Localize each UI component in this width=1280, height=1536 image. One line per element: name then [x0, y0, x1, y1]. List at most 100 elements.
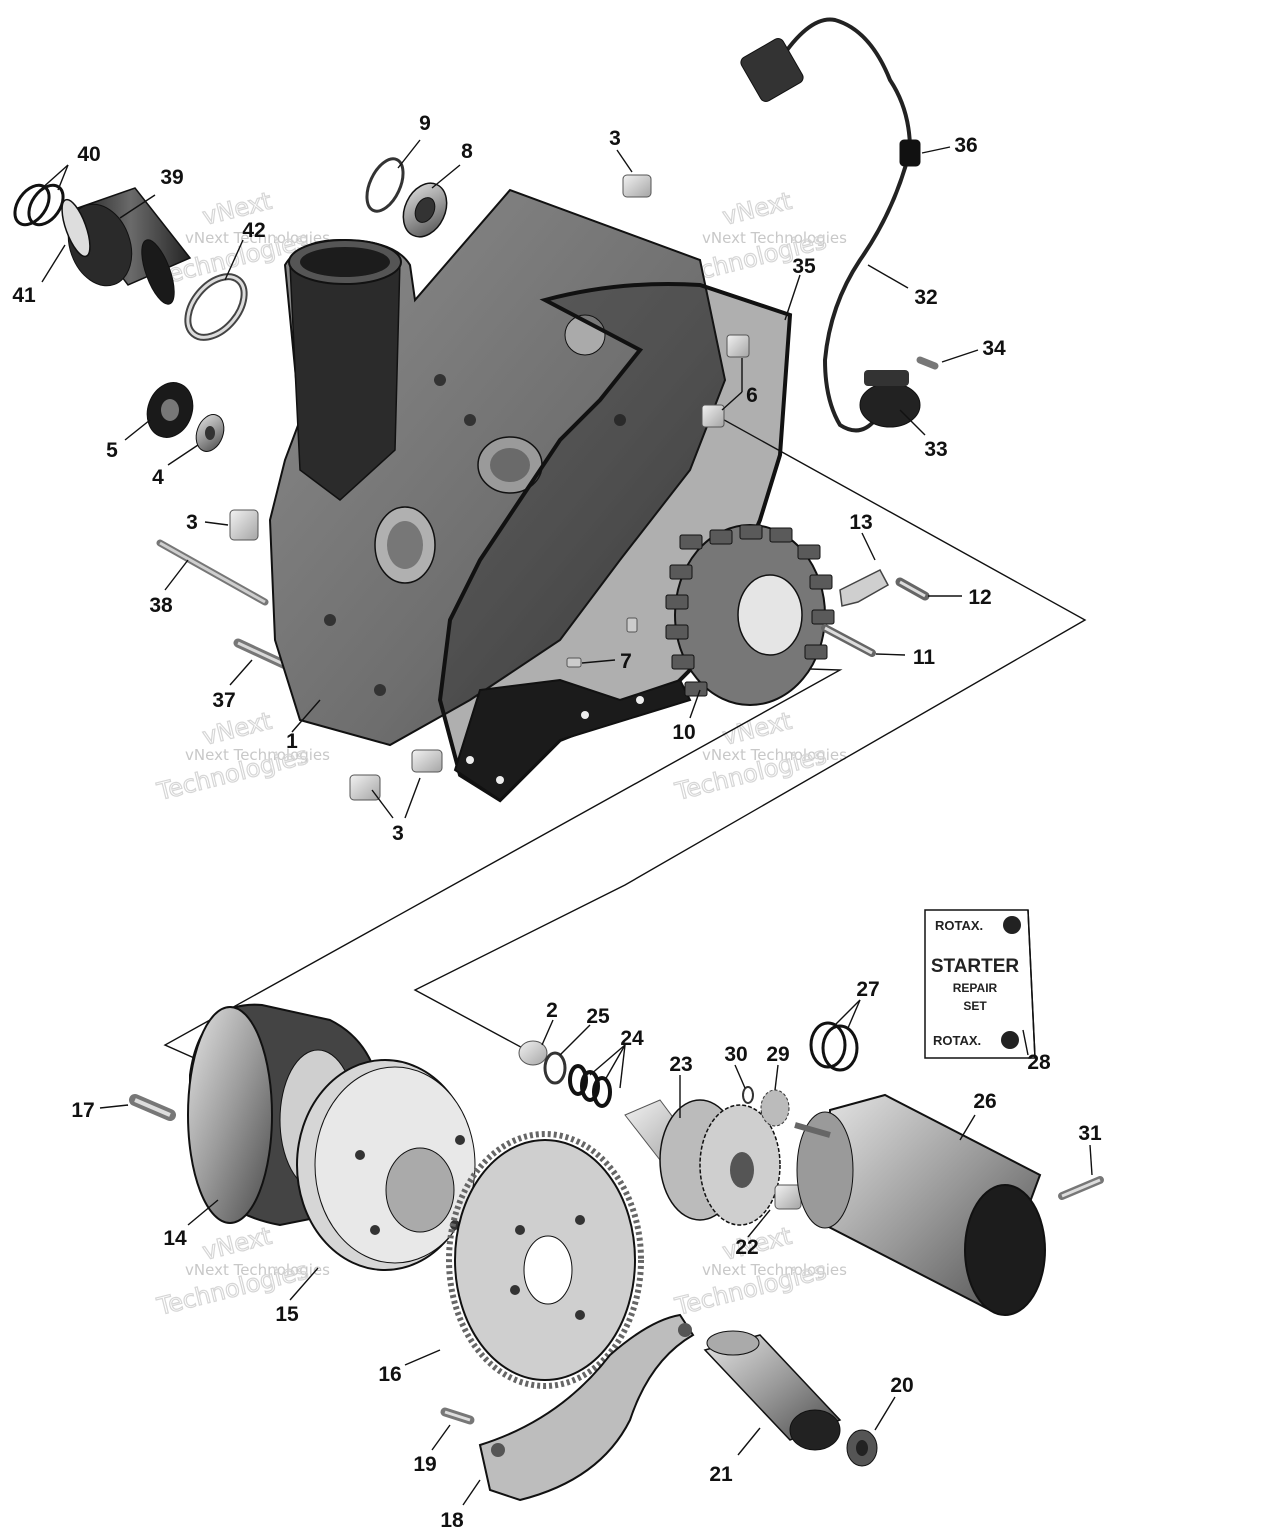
callout-32: 32	[914, 286, 937, 309]
kit-subtitle-1: REPAIR	[953, 981, 998, 995]
watermark-text: vNext	[720, 707, 795, 751]
callout-39: 39	[160, 166, 183, 189]
sprag-clutch-part	[296, 1059, 476, 1271]
callout-29: 29	[766, 1043, 789, 1066]
watermark-text: vNext Technologies	[702, 1261, 847, 1279]
watermark-text: vNext Technologies	[702, 229, 847, 247]
thrust-washer-part	[543, 1051, 567, 1085]
brp-emblem-icon	[1003, 916, 1021, 934]
callout-12: 12	[968, 586, 991, 609]
kit-title: STARTER	[931, 956, 1020, 977]
callout-16: 16	[378, 1363, 401, 1386]
callout-7: 7	[620, 650, 632, 673]
callout-25: 25	[586, 1005, 610, 1028]
callout-11: 11	[913, 646, 936, 669]
callout-10: 10	[672, 721, 695, 744]
callout-40: 40	[77, 143, 100, 166]
callout-3-left: 3	[186, 511, 198, 534]
callout-3-top: 3	[609, 127, 621, 150]
callout-numbers: 1 2 3 3 3 4 5 6 7 8 9 10 11 12 13 14 15 …	[12, 112, 1102, 1532]
callout-3-bottom: 3	[392, 822, 404, 845]
bendix-gear-part	[659, 1099, 781, 1226]
leader-lines	[39, 139, 1093, 1506]
clip-part	[742, 1086, 754, 1104]
callout-13: 13	[849, 511, 872, 534]
grommet-part	[899, 139, 921, 167]
callout-18: 18	[440, 1509, 464, 1532]
callout-9: 9	[419, 112, 431, 135]
o-rings-part	[809, 1021, 859, 1072]
callout-19: 19	[413, 1453, 436, 1476]
nut-part	[846, 1429, 878, 1467]
bushing-part	[774, 1184, 802, 1210]
long-bolt-part	[156, 539, 269, 606]
callout-35: 35	[792, 255, 816, 278]
rotor-bolt-part	[129, 1094, 176, 1121]
rotax-logo-top: ROTAX.	[935, 918, 983, 933]
callout-34: 34	[982, 337, 1006, 360]
callout-30: 30	[724, 1043, 747, 1066]
watermark-text: vNext Technologies	[185, 229, 330, 247]
callout-31: 31	[1078, 1122, 1102, 1145]
starter-bolt-part	[1058, 1176, 1104, 1200]
brp-emblem-icon	[1001, 1031, 1019, 1049]
watermark-text: vNext Technologies	[702, 746, 847, 764]
callout-42: 42	[242, 219, 265, 242]
callout-21: 21	[709, 1463, 733, 1486]
callout-26: 26	[973, 1090, 996, 1113]
circlip-part	[365, 157, 405, 213]
callout-22: 22	[735, 1236, 758, 1259]
callout-41: 41	[12, 284, 36, 307]
dowel-part	[622, 174, 652, 198]
dowel-part	[349, 749, 443, 801]
kit-subtitle-2: SET	[963, 999, 987, 1013]
callout-17: 17	[71, 1099, 94, 1122]
callout-23: 23	[669, 1053, 692, 1076]
watermark-text: vNext	[200, 1222, 275, 1266]
bearing-part	[402, 182, 448, 238]
o-rings-part	[568, 1064, 612, 1108]
callout-33: 33	[924, 438, 947, 461]
callout-37: 37	[212, 689, 235, 712]
starter-ring-gear-part	[446, 1131, 644, 1389]
guard-bolt-part	[440, 1407, 475, 1425]
watermark-text: vNext	[720, 187, 795, 231]
stator-bolt-part	[821, 624, 876, 657]
sensor-harness-part	[740, 17, 913, 433]
dowel-sleeve-part	[701, 334, 750, 428]
stator-part	[665, 524, 835, 706]
callout-15: 15	[275, 1303, 299, 1326]
oil-seal-part	[146, 382, 194, 438]
coupler-sleeve-part	[61, 187, 192, 305]
retaining-rings-part	[13, 183, 65, 227]
small-bearing-part	[195, 414, 225, 452]
callout-4: 4	[152, 466, 164, 489]
watermark-mid-right: vNext vNext Technologies Technologies	[671, 706, 847, 807]
callout-24: 24	[620, 1027, 644, 1050]
callout-38: 38	[149, 594, 173, 617]
dowel-part	[229, 509, 259, 541]
bracket-bolt-part	[895, 577, 930, 601]
magneto-housing-part	[268, 188, 727, 747]
spline-sleeve-part	[703, 1330, 842, 1451]
watermark-text: vNext	[200, 707, 275, 751]
callout-6: 6	[746, 384, 758, 407]
bushing-part	[518, 1040, 548, 1066]
wire-bracket-part	[839, 569, 890, 607]
starter-repair-set-card: ROTAX. STARTER REPAIR SET ROTAX.	[924, 909, 1036, 1059]
callout-5: 5	[106, 439, 118, 462]
watermark-text: vNext Technologies	[185, 746, 330, 764]
speed-sensor-part	[859, 370, 921, 428]
pinion-gear-part	[760, 1089, 790, 1127]
watermark-text: vNext Technologies	[185, 1261, 330, 1279]
watermark-bottom-right: vNext vNext Technologies Technologies	[671, 1221, 847, 1322]
callout-2: 2	[546, 999, 558, 1022]
screw-part	[916, 356, 939, 370]
callout-1: 1	[286, 730, 298, 753]
callout-28: 28	[1027, 1051, 1051, 1074]
callout-8: 8	[461, 140, 473, 163]
clamp-part	[184, 273, 248, 341]
callout-20: 20	[890, 1374, 913, 1397]
callout-27: 27	[856, 978, 879, 1001]
